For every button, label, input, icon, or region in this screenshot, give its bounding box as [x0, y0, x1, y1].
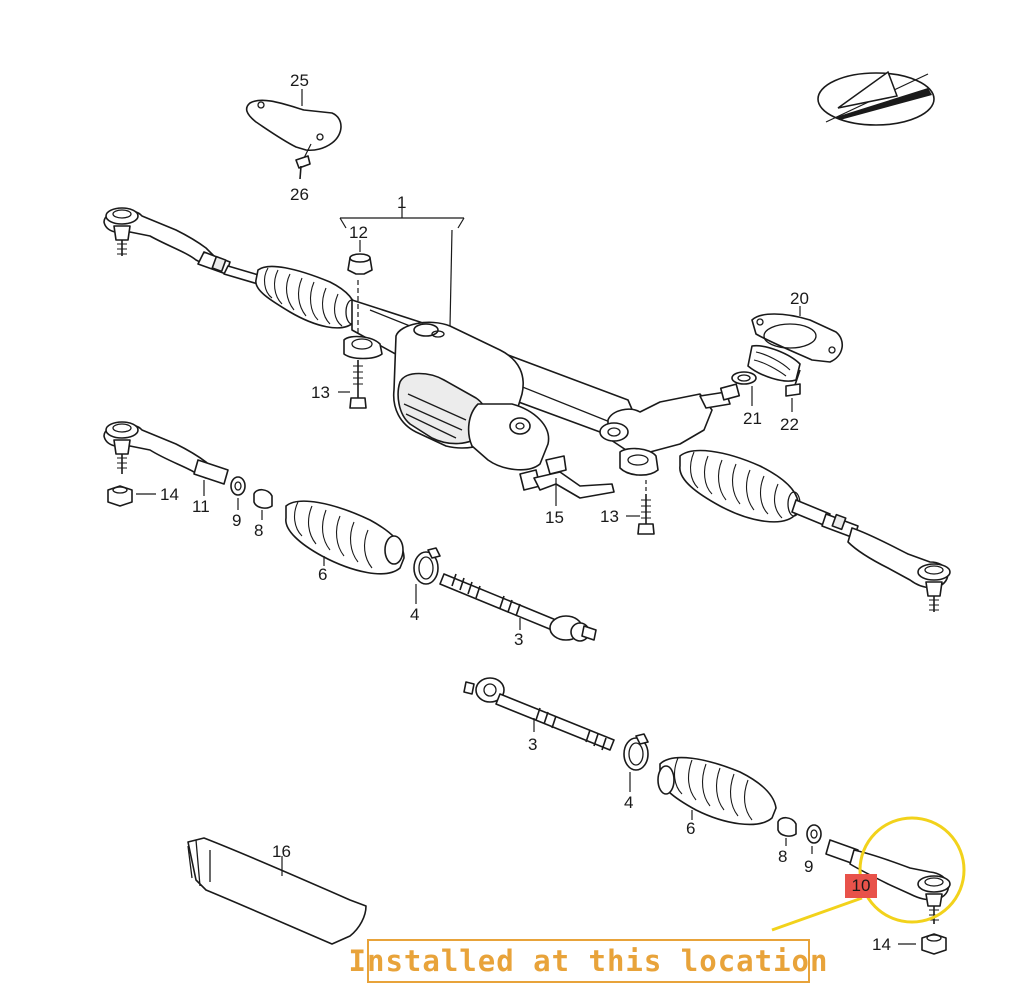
callout-13-left: 13: [311, 383, 330, 402]
bushing-12: [347, 240, 373, 336]
upper-left-bellows: [255, 265, 359, 329]
grease-tube-16: [187, 837, 367, 945]
callout-9-lower: 9: [804, 857, 813, 876]
callout-11: 11: [192, 497, 210, 516]
callout-4-upper: 4: [410, 605, 419, 624]
callout-8-upper: 8: [254, 521, 263, 540]
callout-21: 21: [743, 409, 762, 428]
screw-26: [295, 143, 312, 180]
callout-1: 1: [397, 193, 406, 212]
bellows-6-left: [285, 500, 405, 575]
hose-clamp-4-left: [413, 547, 441, 604]
callout-16: 16: [272, 842, 291, 861]
callout-22: 22: [780, 415, 799, 434]
nut-14-right: [898, 933, 947, 955]
tie-rod-3-right: [463, 677, 615, 751]
seal-ring-21: [731, 371, 757, 406]
clamp-8-right: [777, 816, 797, 846]
callout-6-upper: 6: [318, 565, 327, 584]
callout-9-upper: 9: [232, 511, 241, 530]
nut-14-left: [107, 485, 156, 507]
callout-4-lower: 4: [624, 793, 633, 812]
highlighted-part-number: 10: [851, 876, 871, 895]
bracket-plate-25: [245, 89, 342, 152]
cover-plate-20: [747, 306, 843, 382]
highlight-circle: [771, 816, 966, 932]
orientation-compass-icon: [817, 70, 935, 126]
lock-nut-9-left: [230, 476, 246, 510]
bolt-13-right: [626, 480, 655, 535]
callout-3-lower: 3: [528, 735, 537, 754]
tie-rod-3-left: [439, 573, 597, 642]
lock-nut-9-right: [806, 824, 822, 854]
hose-clamp-4-right: [623, 733, 649, 792]
callout-8-lower: 8: [778, 847, 787, 866]
callout-15: 15: [545, 508, 564, 527]
left-tie-rod-end-11: [103, 421, 229, 496]
callout-13-right: 13: [600, 507, 619, 526]
callout-14-left: 14: [160, 485, 179, 504]
upper-left-inner-rod: [197, 251, 263, 285]
sensor-15: [519, 455, 615, 506]
callout-14-right: 14: [872, 935, 891, 954]
clamp-8-left: [253, 488, 273, 520]
callout-6-lower: 6: [686, 819, 695, 838]
rack-housing: [343, 299, 801, 523]
upper-left-tie-rod-end: [103, 207, 215, 267]
highlighted-part-tag: 10: [845, 874, 877, 898]
right-tie-rod-end: [791, 499, 951, 612]
callout-26: 26: [290, 185, 309, 204]
bellows-6-right: [657, 756, 777, 826]
bolt-13-left: [338, 360, 367, 409]
callout-25: 25: [290, 71, 309, 90]
assembly-bracket-1: [339, 208, 465, 327]
callout-12: 12: [349, 223, 368, 242]
callout-3-upper: 3: [514, 630, 523, 649]
install-location-banner: Installed at this location: [349, 939, 827, 983]
install-location-text: Installed at this location: [348, 944, 829, 978]
callout-20: 20: [790, 289, 809, 308]
screw-22: [785, 369, 801, 412]
